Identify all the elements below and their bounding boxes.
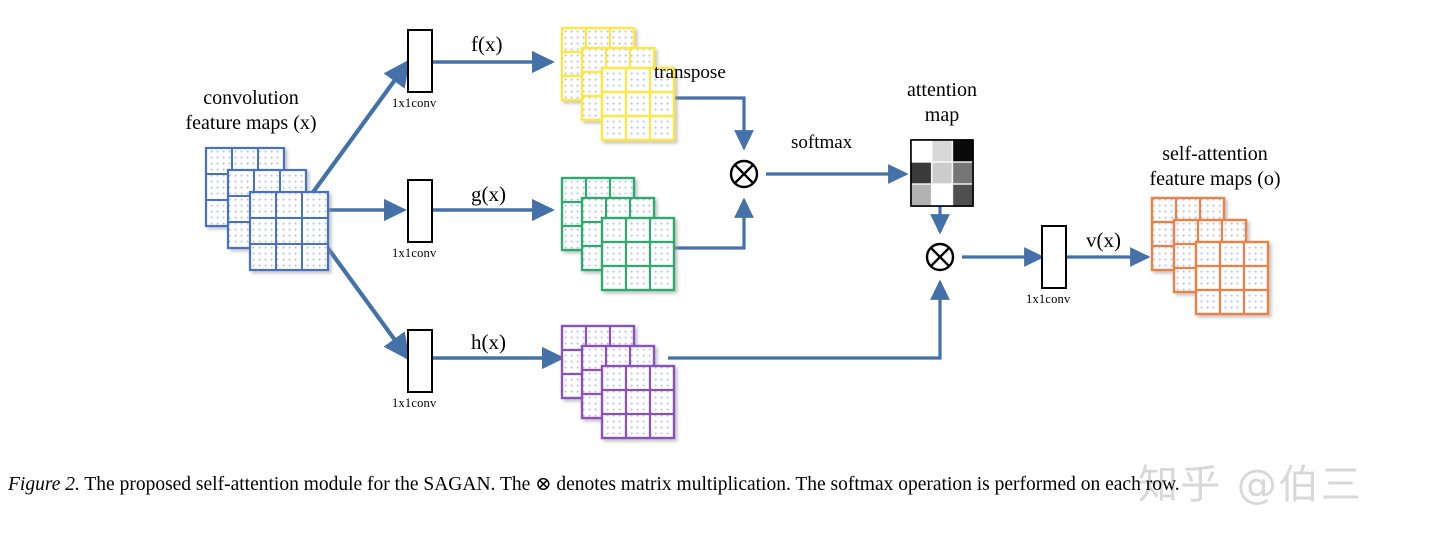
output-feature-maps: [1150, 196, 1270, 316]
attn-cell-2-2: [952, 184, 973, 206]
output-maps-label: self-attention feature maps (o): [1149, 143, 1281, 190]
attn-cell-1-2: [952, 162, 973, 184]
attention-map-label: attention map: [907, 79, 977, 126]
conv-label-h: 1x1conv: [392, 396, 437, 410]
softmax-label: softmax: [791, 132, 853, 153]
conv-box-g: [407, 179, 433, 243]
input-feature-maps: [204, 146, 330, 272]
conv-box-v: [1041, 225, 1067, 289]
f-function-label: f(x): [471, 32, 503, 56]
g-feature-maps: [560, 176, 676, 292]
input-maps-label: convolution feature maps (x): [185, 87, 317, 134]
figure-caption: Figure 2. The proposed self-attention mo…: [8, 470, 1436, 499]
conv-label-v: 1x1conv: [1026, 292, 1071, 306]
attn-cell-1-1: [931, 162, 953, 184]
conv-box-f: [407, 29, 433, 93]
attn-cell-2-1: [931, 184, 953, 206]
h-feature-maps: [560, 324, 676, 440]
attn-cell-2-0: [911, 184, 932, 206]
attention-map-grid: [910, 139, 974, 207]
f-feature-maps: [560, 26, 676, 142]
v-function-label: v(x): [1086, 228, 1121, 252]
multiply-icon-attention: [729, 159, 759, 189]
h-function-label: h(x): [471, 330, 506, 354]
diagram-canvas: [204, 26, 1270, 440]
attn-cell-0-0: [911, 140, 932, 162]
caption-text: The proposed self-attention module for t…: [79, 474, 1180, 495]
multiply-icon-output: [925, 242, 955, 272]
attn-cell-1-0: [911, 162, 932, 184]
figure-diagram: convolution feature maps (x) 1x1conv 1x1…: [185, 26, 1281, 440]
transpose-label: transpose: [654, 62, 726, 83]
conv-label-f: 1x1conv: [392, 96, 437, 110]
caption-figure-number: Figure 2.: [8, 474, 80, 495]
attn-cell-0-1: [931, 140, 953, 162]
g-function-label: g(x): [471, 182, 506, 206]
conv-box-h: [407, 329, 433, 393]
conv-label-g: 1x1conv: [392, 246, 437, 260]
attn-cell-0-2: [952, 140, 973, 162]
